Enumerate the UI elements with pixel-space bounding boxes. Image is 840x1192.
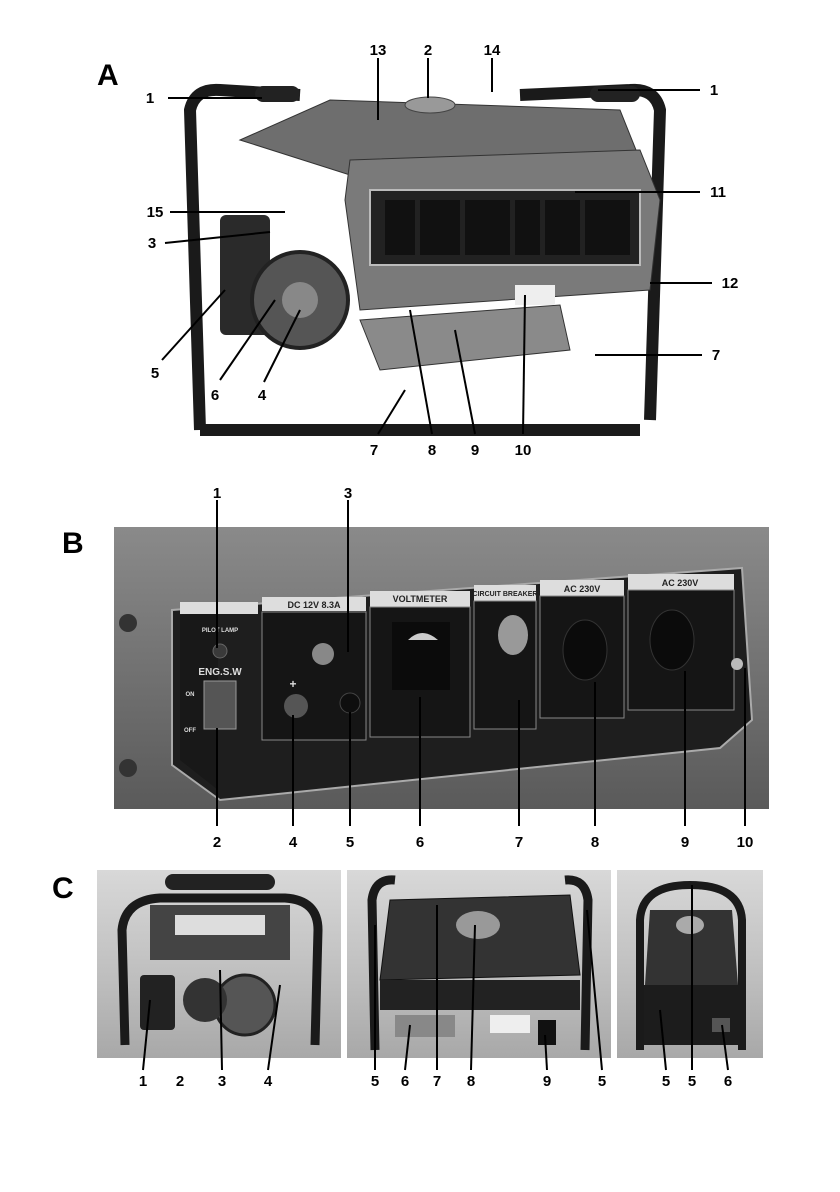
callout-a-8: 8 (428, 442, 436, 459)
callout-b-10: 10 (737, 834, 754, 851)
ground-terminal (731, 658, 743, 670)
ac-socket-1-label: AC 230V (564, 584, 601, 594)
callout-c-5c: 5 (662, 1073, 670, 1090)
generator-photo-c-side (97, 870, 341, 1058)
callout-b-6: 6 (416, 834, 424, 851)
callout-b-4: 4 (289, 834, 298, 851)
callout-c-4: 4 (264, 1073, 273, 1090)
callout-a-15: 15 (147, 204, 164, 221)
callout-a-1b: 1 (710, 82, 718, 99)
section-label-a: A (97, 59, 119, 92)
callout-a-14: 14 (484, 42, 501, 59)
circuit-breaker-label: CIRCUIT BREAKER (473, 591, 538, 598)
callout-b-7: 7 (515, 834, 523, 851)
callout-b-1: 1 (213, 485, 221, 502)
eng-off-label: OFF (184, 728, 196, 734)
callout-a-9: 9 (471, 442, 479, 459)
callout-a-4: 4 (258, 387, 267, 404)
callouts-c: 1 2 3 4 5 6 7 8 9 5 5 5 6 (139, 885, 732, 1090)
callout-a-10: 10 (515, 442, 532, 459)
callout-c-1: 1 (139, 1073, 147, 1090)
voltmeter (392, 622, 450, 690)
dc-negative-terminal (339, 692, 361, 714)
callout-b-8: 8 (591, 834, 599, 851)
engine-switch[interactable] (203, 680, 237, 730)
dc-breaker-button[interactable] (312, 643, 334, 665)
pilot-lamp (212, 643, 228, 659)
generator-photo-c-back (617, 870, 763, 1058)
ac-socket-2 (649, 609, 695, 671)
callout-a-13: 13 (370, 42, 387, 59)
callout-c-9: 9 (543, 1073, 551, 1090)
callout-b-5: 5 (346, 834, 354, 851)
generator-photo-a (183, 83, 667, 436)
voltmeter-label: VOLTMETER (393, 594, 448, 604)
pilot-lamp-label: PILOT LAMP (202, 628, 238, 634)
svg-text:+: + (289, 677, 296, 691)
callout-c-7: 7 (433, 1073, 441, 1090)
callout-c-5b: 5 (598, 1073, 606, 1090)
callouts-a: 1 13 2 14 1 11 15 3 12 5 7 6 4 7 8 9 10 (146, 42, 739, 459)
dc-label: DC 12V 8.3A (287, 600, 341, 610)
control-panel-photo-b: PILOT LAMP ENG.S.W ON OFF DC 12V 8.3A + … (114, 527, 769, 809)
callout-b-9: 9 (681, 834, 689, 851)
callout-c-5d: 5 (688, 1073, 696, 1090)
callout-a-5: 5 (151, 365, 159, 382)
callout-b-2: 2 (213, 834, 221, 851)
generator-photo-c-top (347, 870, 611, 1058)
callout-a-7b: 7 (370, 442, 378, 459)
section-label-c: C (52, 872, 74, 905)
callout-c-6: 6 (401, 1073, 409, 1090)
section-label-b: B (62, 527, 84, 560)
ac-socket-2-label: AC 230V (662, 578, 699, 588)
callout-a-1: 1 (146, 90, 154, 107)
circuit-breaker-switch[interactable] (498, 615, 528, 655)
dc-positive-terminal (284, 694, 308, 718)
callout-c-2: 2 (176, 1073, 184, 1090)
callout-c-6b: 6 (724, 1073, 732, 1090)
callout-c-5: 5 (371, 1073, 379, 1090)
callouts-b: 1 3 2 4 5 6 7 8 9 10 (213, 485, 754, 851)
eng-on-label: ON (186, 692, 195, 698)
callout-a-12: 12 (722, 275, 739, 292)
callout-a-11: 11 (710, 184, 726, 201)
ac-socket-1 (562, 619, 608, 681)
callout-c-3: 3 (218, 1073, 226, 1090)
callout-b-3: 3 (344, 485, 352, 502)
callout-a-7: 7 (712, 347, 720, 364)
eng-sw-label: ENG.S.W (198, 667, 242, 678)
callout-a-6: 6 (211, 387, 219, 404)
callout-a-3: 3 (148, 235, 156, 252)
callout-c-8: 8 (467, 1073, 475, 1090)
callout-a-2: 2 (424, 42, 432, 59)
